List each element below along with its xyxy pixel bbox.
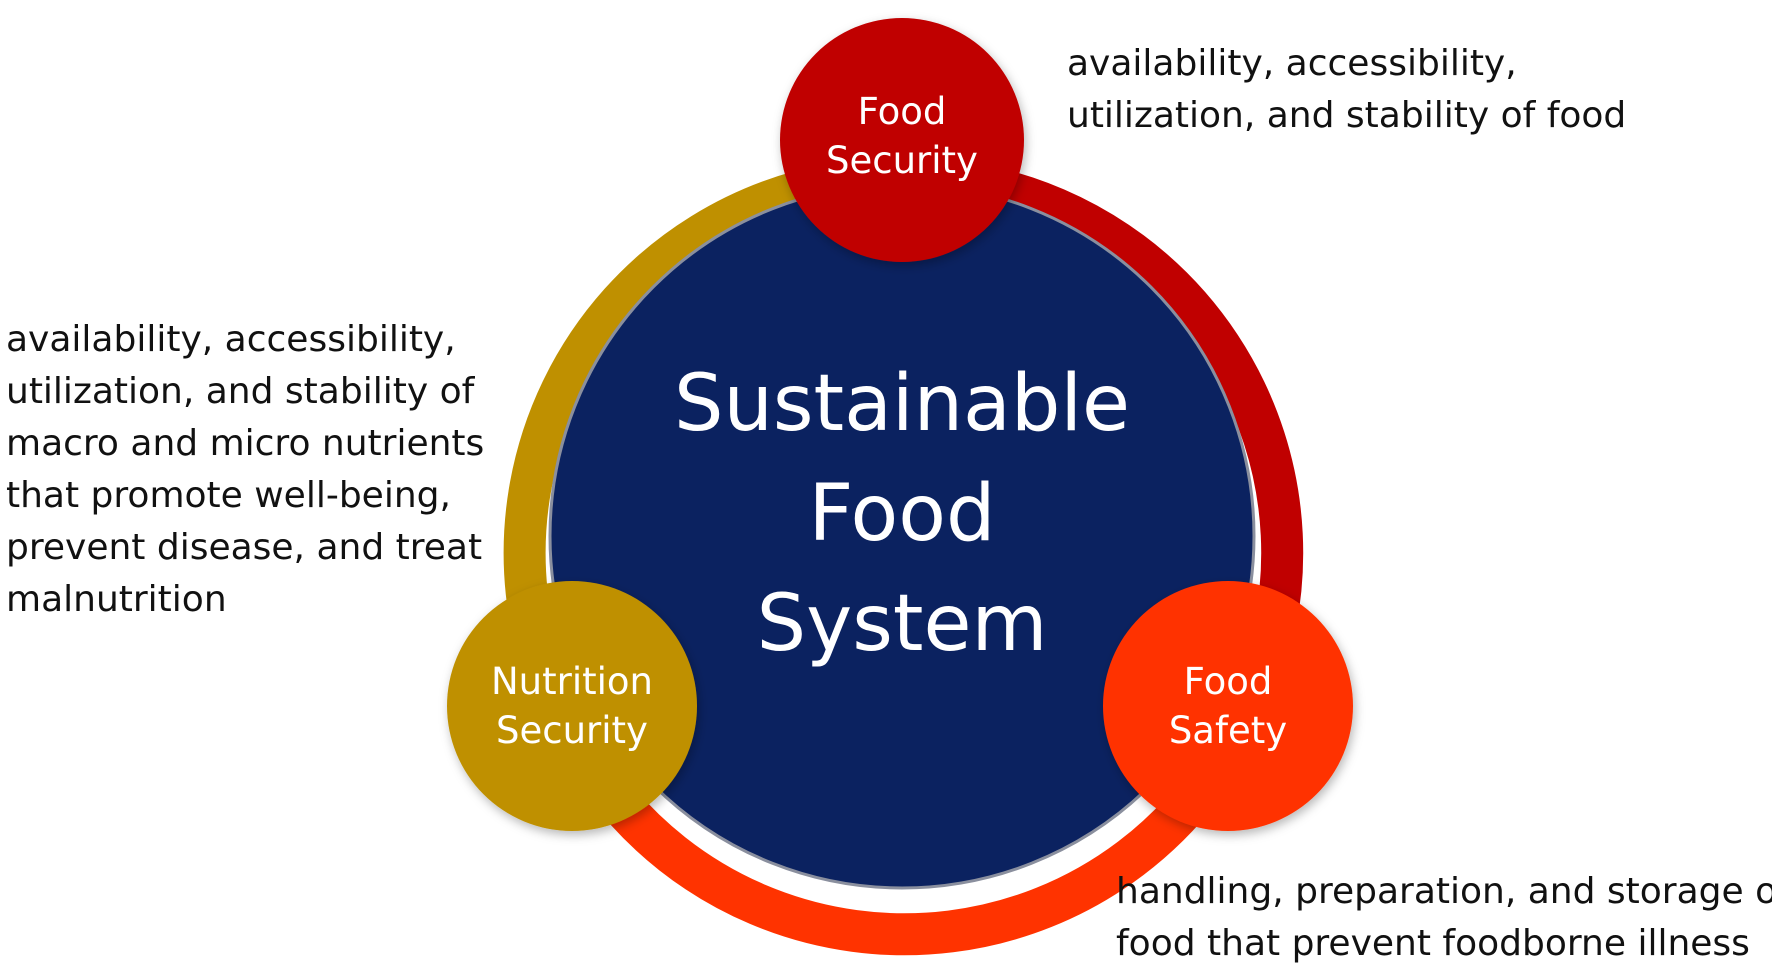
caption-nutrition-security-line: availability, accessibility,	[6, 319, 456, 360]
caption-food-safety-line: food that prevent foodborne illness	[1116, 923, 1750, 964]
center-title: Sustainable Food System	[674, 359, 1130, 669]
node-food-security: Food Security	[780, 18, 1024, 262]
node-food-safety: Food Safety	[1103, 581, 1353, 831]
caption-nutrition-security-line: prevent disease, and treat	[6, 527, 483, 568]
node-food-safety-line-1: Food	[1184, 660, 1273, 703]
node-nutrition-security-line-2: Security	[496, 709, 648, 752]
caption-food-safety-line: handling, preparation, and storage of	[1116, 871, 1772, 912]
caption-food-security: availability, accessibility, utilization…	[1067, 38, 1626, 142]
node-nutrition-security: Nutrition Security	[447, 581, 697, 831]
center-title-line-1: Sustainable	[674, 359, 1130, 449]
node-food-security-circle	[780, 18, 1024, 262]
center-title-line-3: System	[757, 579, 1048, 669]
node-nutrition-security-circle	[447, 581, 697, 831]
caption-nutrition-security: availability, accessibility, utilization…	[6, 314, 484, 626]
node-food-safety-line-2: Safety	[1169, 709, 1287, 752]
caption-nutrition-security-line: utilization, and stability of	[6, 371, 475, 412]
caption-food-safety: handling, preparation, and storage of fo…	[1116, 866, 1772, 970]
center-title-line-2: Food	[808, 469, 995, 559]
node-food-safety-circle	[1103, 581, 1353, 831]
caption-nutrition-security-line: that promote well-being,	[6, 475, 451, 516]
caption-nutrition-security-line: macro and micro nutrients	[6, 423, 485, 464]
node-nutrition-security-line-1: Nutrition	[491, 660, 653, 703]
caption-nutrition-security-line: malnutrition	[6, 579, 227, 620]
node-food-security-line-2: Security	[826, 139, 978, 182]
caption-food-security-line: availability, accessibility,	[1067, 43, 1517, 84]
caption-food-security-line: utilization, and stability of food	[1067, 95, 1627, 136]
node-food-security-line-1: Food	[858, 90, 947, 133]
